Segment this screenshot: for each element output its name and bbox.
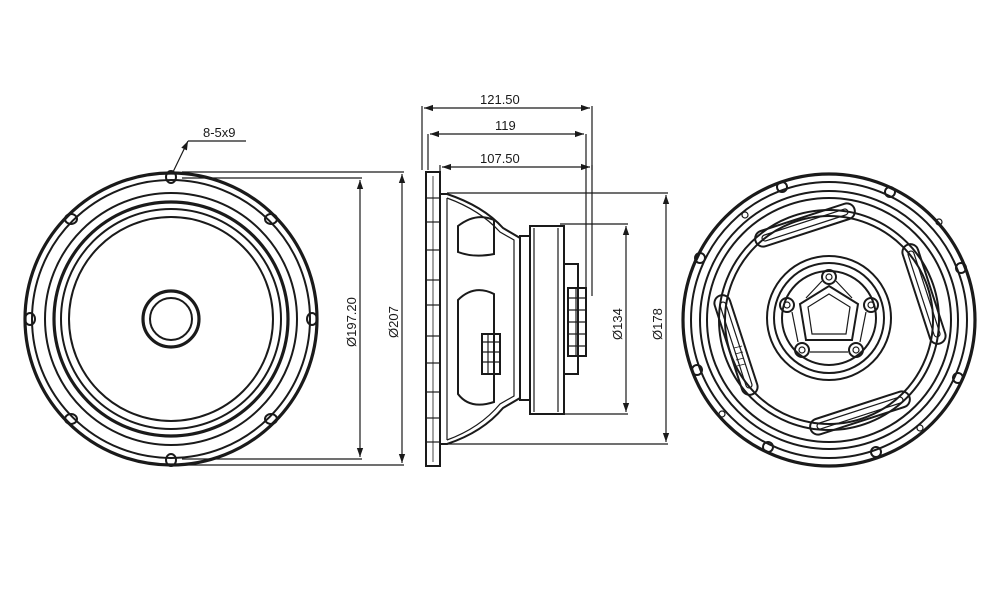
basket-frame (440, 193, 521, 445)
mounting-hole (870, 446, 882, 458)
dimension-basket-diameter: Ø178 (650, 308, 665, 340)
side-view: 121.50 119 107.50 Ø134 Ø178 (421, 92, 670, 467)
dimension-magnet-diameter: Ø134 (610, 308, 625, 340)
mounting-hole (165, 453, 177, 467)
mounting-holes-rear (691, 181, 967, 458)
mounting-flange (425, 171, 441, 467)
mounting-hole (64, 413, 78, 425)
magnet (529, 225, 565, 415)
mounting-hole (762, 441, 774, 453)
basket-window (457, 216, 495, 257)
basket-window (457, 289, 495, 406)
mounting-hole (776, 181, 788, 193)
hole-spec-label: 8-5x9 (203, 125, 236, 140)
mounting-hole (264, 213, 278, 225)
mounting-holes-front (24, 170, 318, 467)
mounting-hole (955, 262, 967, 274)
mounting-hole (64, 213, 78, 225)
mounting-hole (694, 252, 706, 264)
dimension-depth-total: 121.50 (480, 92, 520, 107)
terminal-block (481, 333, 501, 375)
mounting-hole (691, 364, 703, 376)
dimension-depth-mid: 119 (495, 118, 516, 133)
dimension-outer-diameter: Ø207 (386, 306, 401, 338)
dimension-depth-frame: 107.50 (480, 151, 520, 166)
mounting-hole (952, 372, 964, 384)
mounting-hole (306, 312, 318, 326)
mounting-hole (264, 413, 278, 425)
dimension-inner-diameter: Ø197.20 (344, 297, 359, 347)
mounting-hole (165, 170, 177, 184)
rear-view (681, 172, 977, 468)
mounting-hole (884, 186, 896, 198)
magnet-back (766, 255, 892, 381)
basket-slots (713, 202, 947, 436)
front-view: 8-5x9 Ø197.20 Ø207 (23, 125, 406, 467)
mounting-hole (24, 312, 36, 326)
pentagon-plate (798, 284, 860, 341)
